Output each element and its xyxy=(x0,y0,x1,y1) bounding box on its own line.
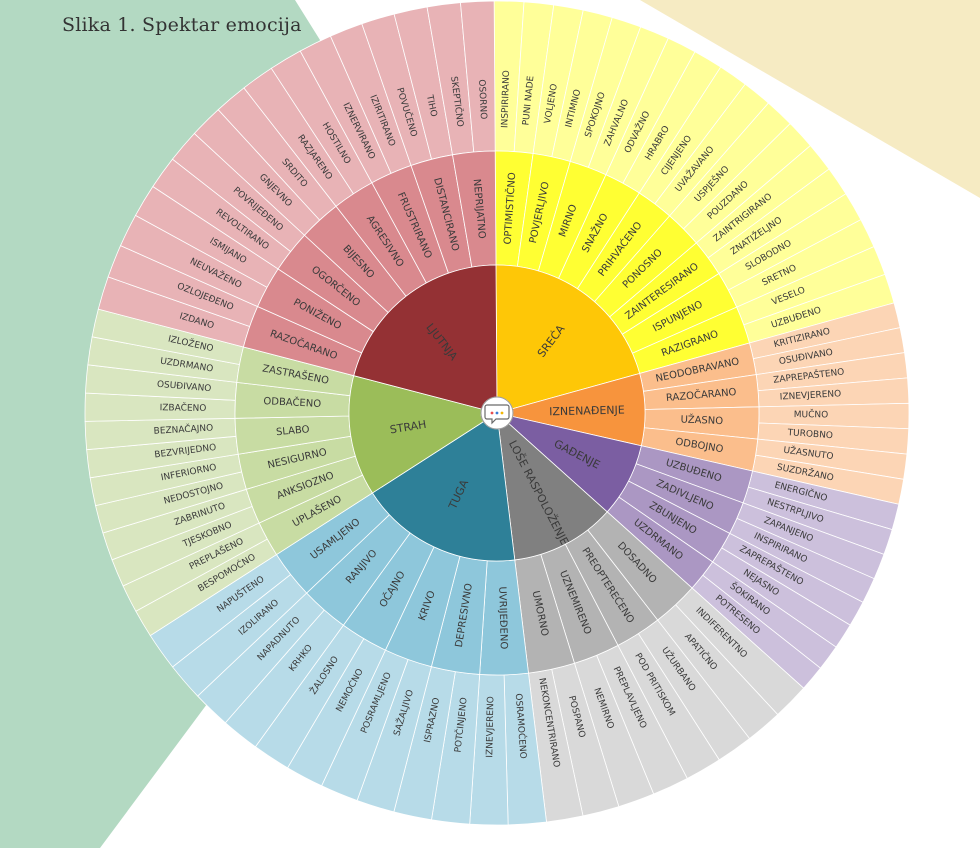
beige-background-shape xyxy=(640,0,980,198)
sub-emotion-label-neprijatno: NEPRIJATNO xyxy=(471,178,487,239)
leaf-emotion-label-iznevjereno: IZNEVJERENO xyxy=(780,389,842,402)
emotion-label-iznenadenje: IZNENAĐENJE xyxy=(549,403,625,418)
emotion-label-strah: STRAH xyxy=(389,418,427,437)
leaf-emotion-label-inspirirano: INSPIRIRANO xyxy=(500,70,512,128)
leaf-emotion-label-iznevjereno: IZNEVJERENO xyxy=(485,696,496,758)
leaf-emotion-label-osorno: OSORNO xyxy=(476,79,488,119)
leaf-emotion-label-mucno: MUČNO xyxy=(794,408,829,420)
sub-emotion-label-uzasno: UŽASNO xyxy=(680,413,723,428)
leaf-emotion-label-beznacajno: BEZNAČAJNO xyxy=(153,422,213,437)
leaf-emotion-label-izbaceno: IZBAČENO xyxy=(160,401,207,414)
sub-emotion-label-uvrijedeno: UVRIJEĐENO xyxy=(496,586,509,649)
speech-bubble-icon xyxy=(484,404,510,425)
sub-emotion-label-odbaceno: ODBAČENO xyxy=(263,394,321,410)
figure-title: Slika 1. Spektar emocija xyxy=(62,14,302,36)
sub-emotion-label-slabo: SLABO xyxy=(276,424,311,438)
wheel-center xyxy=(480,396,514,430)
leaf-emotion-label-osudivano: OSUĐIVANO xyxy=(156,380,211,394)
leaf-emotion-label-turobno: TUROBNO xyxy=(786,428,833,441)
leaf-emotion-label-tiho: TIHO xyxy=(424,93,439,118)
